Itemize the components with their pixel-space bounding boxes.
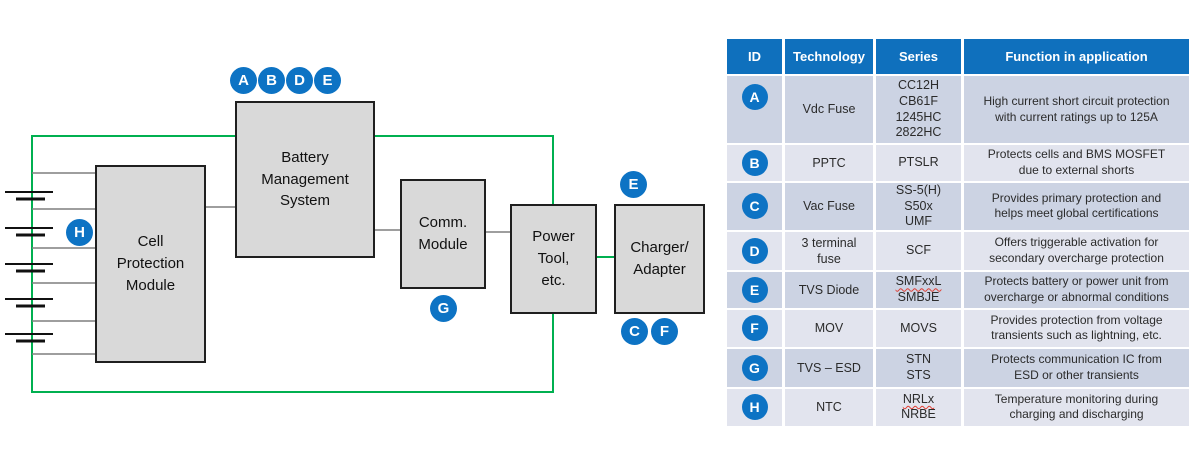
row-a-technology: Vdc Fuse	[785, 76, 873, 143]
row-g-function: Protects communication IC from ESD or ot…	[964, 348, 1189, 387]
charger-adapter-label: Charger/ Adapter	[630, 239, 689, 278]
row-a-function: High current short circuit protection wi…	[964, 76, 1189, 143]
row-e-series: SMFxxL SMBJE	[876, 271, 961, 308]
power-tool-label: Power Tool, etc.	[532, 228, 575, 289]
power-tool-box: Power Tool, etc.	[510, 204, 597, 314]
row-h-series: NRLx NRBE	[876, 388, 961, 426]
row-f-id-badge: F	[741, 315, 768, 342]
table-row-e: E TVS Diode SMFxxL SMBJE Protects batter…	[727, 271, 1189, 308]
badge-d: D	[286, 67, 313, 94]
row-d-id-badge: D	[741, 237, 768, 264]
comm-module-label: Comm. Module	[418, 214, 468, 253]
table-row-g: G TVS – ESD STN STS Protects communicati…	[727, 348, 1189, 387]
protection-components-table: ID Technology Series Function in applica…	[724, 37, 1192, 428]
row-b-series: PTSLR	[876, 145, 961, 181]
row-f-series: MOVS	[876, 309, 961, 347]
row-g-series: STN STS	[876, 348, 961, 387]
row-b-id-badge: B	[741, 150, 768, 176]
row-e-function: Protects battery or power unit from over…	[964, 271, 1189, 308]
badge-c: C	[621, 318, 648, 345]
battery-management-system-label: Battery Management System	[261, 148, 349, 210]
badge-g: G	[430, 295, 457, 322]
row-d-technology: 3 terminal fuse	[785, 231, 873, 270]
table-header-row: ID Technology Series Function in applica…	[727, 39, 1189, 74]
row-h-function: Temperature monitoring during charging a…	[964, 388, 1189, 426]
row-a-id-badge: A	[741, 84, 768, 110]
row-f-technology: MOV	[785, 309, 873, 347]
badge-b: B	[258, 67, 285, 94]
row-c-series: SS-5(H) S50x UMF	[876, 183, 961, 230]
table-row-b: B PPTC PTSLR Protects cells and BMS MOSF…	[727, 145, 1189, 181]
badge-h: H	[66, 219, 93, 246]
badge-e-bms: E	[314, 67, 341, 94]
row-e-technology: TVS Diode	[785, 271, 873, 308]
table-row-h: H NTC NRLx NRBE Temperature monitoring d…	[727, 388, 1189, 426]
row-d-function: Offers triggerable activation for second…	[964, 231, 1189, 270]
row-g-technology: TVS – ESD	[785, 348, 873, 387]
row-h-technology: NTC	[785, 388, 873, 426]
header-series: Series	[876, 39, 961, 74]
row-c-function: Provides primary protection and helps me…	[964, 183, 1189, 230]
row-d-series: SCF	[876, 231, 961, 270]
row-c-technology: Vac Fuse	[785, 183, 873, 230]
badge-a: A	[230, 67, 257, 94]
battery-cell-symbols	[5, 191, 53, 343]
row-h-id-badge: H	[741, 394, 768, 421]
cell-protection-module-box: Cell Protection Module	[95, 165, 206, 363]
table-row-a: A Vdc Fuse CC12H CB61F 1245HC 2822HC Hig…	[727, 76, 1189, 143]
header-id: ID	[727, 39, 782, 74]
row-e-id-badge: E	[741, 276, 768, 303]
comm-module-box: Comm. Module	[400, 179, 486, 289]
module-wires	[206, 206, 512, 233]
charger-adapter-box: Charger/ Adapter	[614, 204, 705, 314]
table-row-f: F MOV MOVS Provides protection from volt…	[727, 309, 1189, 347]
table-row-d: D 3 terminal fuse SCF Offers triggerable…	[727, 231, 1189, 270]
cell-protection-module-label: Cell Protection Module	[116, 233, 185, 294]
battery-management-system-box: Battery Management System	[235, 101, 375, 258]
header-technology: Technology	[785, 39, 873, 74]
badge-f: F	[651, 318, 678, 345]
row-a-series: CC12H CB61F 1245HC 2822HC	[876, 76, 961, 143]
row-c-id-badge: C	[741, 193, 768, 220]
table-row-c: C Vac Fuse SS-5(H) S50x UMF Provides pri…	[727, 183, 1189, 230]
cell-tap-wires	[32, 172, 97, 355]
row-g-id-badge: G	[741, 354, 768, 381]
badge-e-charger: E	[620, 171, 647, 198]
row-b-technology: PPTC	[785, 145, 873, 181]
row-f-function: Provides protection from voltage transie…	[964, 309, 1189, 347]
header-function: Function in application	[964, 39, 1189, 74]
row-b-function: Protects cells and BMS MOSFET due to ext…	[964, 145, 1189, 181]
